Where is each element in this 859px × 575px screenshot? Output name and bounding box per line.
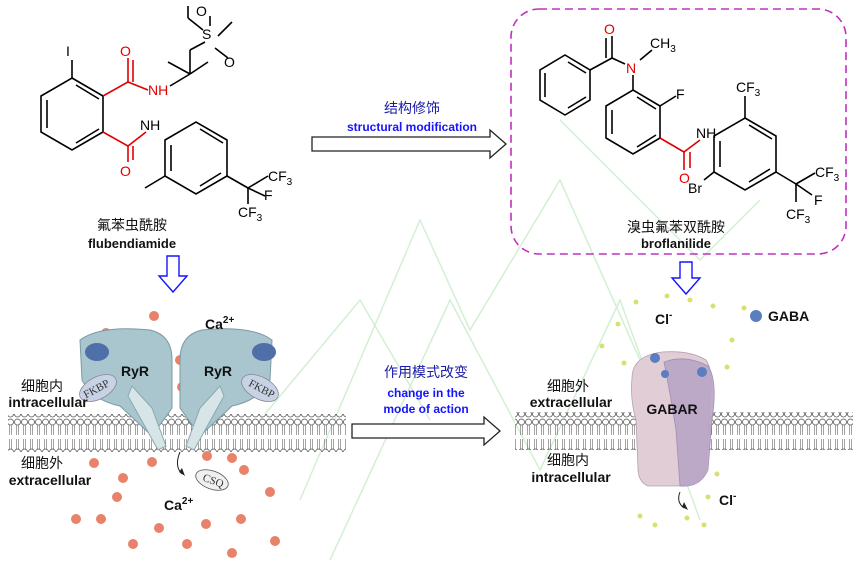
intracellular-cn-right: 细胞内 — [547, 452, 589, 468]
watermark — [259, 119, 761, 561]
flubendiamide-name-en: flubendiamide — [88, 236, 176, 251]
intracellular-en-left: intracellular — [8, 394, 88, 410]
cl-top-label: Cl- — [655, 310, 672, 327]
nh-label: NH — [140, 117, 160, 133]
ryr-channel — [79, 328, 279, 491]
cf3-label: CF3 — [268, 168, 293, 188]
membrane-left — [8, 414, 346, 452]
methyl-label: CH3 — [650, 35, 676, 55]
extracellular-en-right: extracellular — [530, 394, 613, 410]
mode-change-en-line2: mode of action — [383, 402, 468, 416]
gaba-legend-dot — [750, 310, 762, 322]
broflanilide-atoms: O N CH3 F O NH CF3 Br CF3 F CF3 — [604, 21, 840, 226]
oxygen-label: O — [120, 43, 131, 59]
broflanilide-structure — [539, 36, 816, 202]
cl-bottom-label: Cl- — [719, 491, 736, 508]
nh-label: NH — [696, 125, 716, 141]
down-arrow-right — [670, 261, 702, 296]
nh-label: NH — [148, 82, 168, 98]
mode-change-arrow — [351, 415, 501, 447]
structural-modification-en: structural modification — [347, 120, 477, 134]
cf3-label: CF3 — [736, 79, 761, 99]
fluoro-label: F — [264, 187, 273, 203]
mode-change-en-line1: change in the — [387, 386, 465, 400]
broflanilide-highlight-box — [510, 8, 847, 255]
flubendiamide-name-cn: 氟苯虫酰胺 — [97, 217, 167, 233]
gabar-channel — [631, 351, 715, 510]
oxygen-label: O — [120, 163, 131, 179]
fluoro-label: F — [814, 192, 823, 208]
extracellular-cn-left: 细胞外 — [21, 455, 63, 471]
oxygen-label: O — [196, 3, 207, 19]
sulfur-label: S — [202, 26, 211, 42]
ryr-right-label: RyR — [204, 363, 232, 379]
ca-bottom-label: Ca2+ — [164, 496, 193, 513]
extracellular-en-left: extracellular — [9, 472, 92, 488]
flubendiamide-structure — [40, 6, 269, 204]
mode-change-cn: 作用模式改变 — [384, 364, 468, 380]
extracellular-cn-right: 细胞外 — [547, 378, 589, 394]
structural-modification-cn: 结构修饰 — [384, 100, 440, 116]
iodo-label: I — [66, 43, 70, 59]
oxygen-label: O — [604, 21, 615, 37]
intracellular-en-right: intracellular — [531, 469, 611, 485]
calcium-dots — [71, 311, 280, 558]
flubendiamide-atoms: I O NH S O O O NH CF3 F CF3 — [66, 3, 293, 224]
ca-top-label: Ca2+ — [205, 315, 234, 332]
structural-modification-arrow — [311, 128, 507, 160]
gaba-legend-label: GABA — [768, 308, 809, 324]
cf3-label: CF3 — [815, 164, 840, 184]
broflanilide-name-en: broflanilide — [641, 236, 711, 251]
nitrogen-label: N — [626, 60, 636, 76]
ryr-left-label: RyR — [121, 363, 149, 379]
bromo-label: Br — [688, 180, 702, 196]
broflanilide-name-cn: 溴虫氟苯双酰胺 — [627, 219, 725, 235]
oxygen-label: O — [679, 170, 690, 186]
down-arrow-left — [157, 255, 189, 294]
cf3-label: CF3 — [786, 206, 811, 226]
fluoro-label: F — [676, 86, 685, 102]
chloride-dots — [599, 293, 747, 528]
oxygen-label: O — [224, 54, 235, 70]
intracellular-cn-left: 细胞内 — [21, 378, 63, 394]
cf3-label: CF3 — [238, 204, 263, 224]
gabar-label: GABAR — [646, 401, 697, 417]
